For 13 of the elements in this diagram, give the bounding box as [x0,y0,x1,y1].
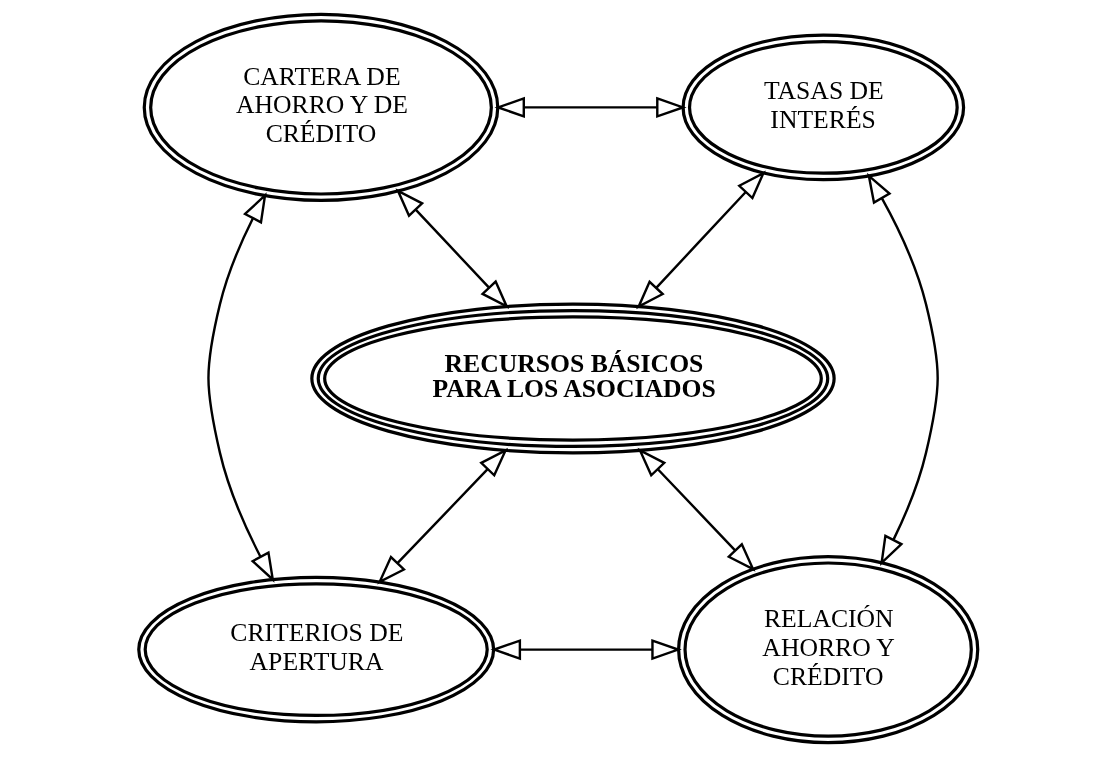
arrow [866,172,939,567]
node-ellipse: TASAS DE INTERÉS [681,33,965,182]
node-ellipse: CRITERIOS DE APERTURA [136,575,495,724]
node-ellipse: RECURSOS BÁSICOS PARA LOS ASOCIADOS [309,302,836,455]
arrow [395,188,509,310]
arrow [493,96,687,119]
arrow [635,170,766,310]
arrow [637,447,756,572]
arrow [490,638,682,661]
arrow [206,192,274,583]
node-ellipse: CARTERA DE AHORRO Y DE CRÉDITO [142,12,499,203]
arrow [376,447,508,585]
node-ellipse: RELACIÓN AHORRO Y CRÉDITO [676,554,979,745]
